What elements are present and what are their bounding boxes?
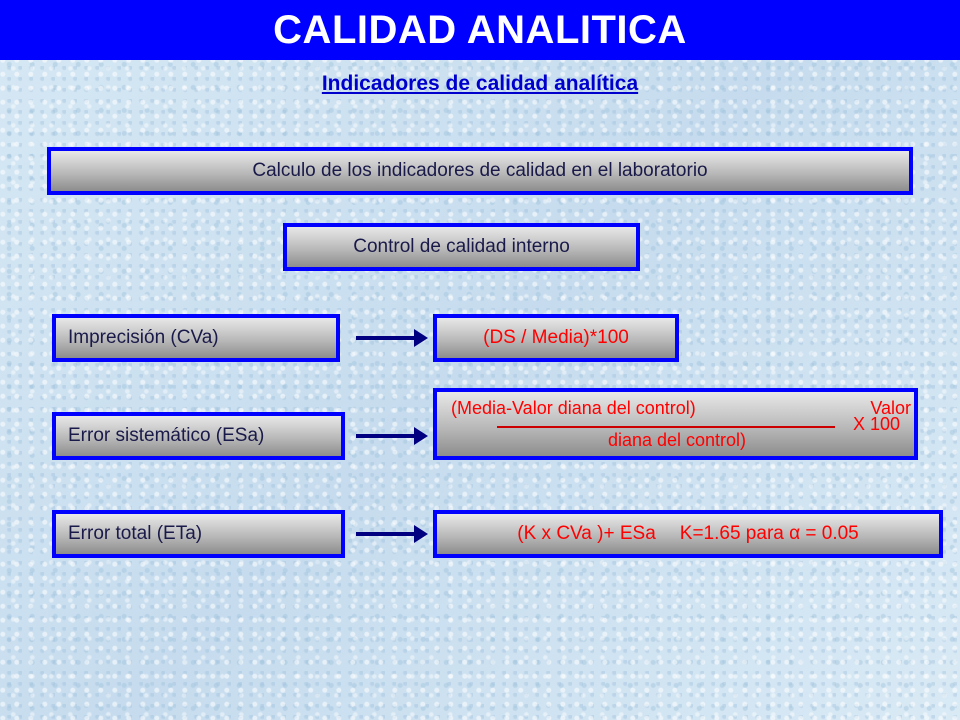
total-error-formula-box: (K x CVa )+ ESa K=1.65 para α = 0.05 <box>433 510 943 558</box>
total-error-box: Error total (ETa) <box>52 510 345 558</box>
formula-denominator: diana del control) <box>607 430 747 450</box>
total-error-formula-row: (K x CVa )+ ESa K=1.65 para α = 0.05 <box>437 523 939 545</box>
total-error-formula: (K x CVa )+ ESa <box>517 523 656 544</box>
imprecision-label: Imprecisión (CVa) <box>68 327 219 348</box>
imprecision-formula-box: (DS / Media)*100 <box>433 314 679 362</box>
total-error-label: Error total (ETa) <box>68 523 203 544</box>
arrow-right-icon <box>356 427 428 445</box>
title-bar: CALIDAD ANALITICA <box>0 0 960 60</box>
control-text: Control de calidad interno <box>353 236 570 257</box>
formula-valor: Valor <box>870 398 911 418</box>
formula-numerator: (Media-Valor diana del control) <box>451 398 696 418</box>
control-box: Control de calidad interno <box>283 223 640 271</box>
formula-numerator-row: (Media-Valor diana del control) Valor <box>451 398 911 419</box>
systematic-error-box: Error sistemático (ESa) <box>52 412 345 460</box>
main-heading-text: Calculo de los indicadores de calidad en… <box>252 160 708 181</box>
arrow-right-icon <box>356 525 428 543</box>
total-error-constant: K=1.65 para α = 0.05 <box>679 523 859 544</box>
systematic-error-formula-box: (Media-Valor diana del control) Valor X … <box>433 388 918 460</box>
page-subtitle: Indicadores de calidad analítica <box>321 72 639 95</box>
fraction-bar <box>497 426 835 428</box>
arrow-right-icon <box>356 329 428 347</box>
main-heading-box: Calculo de los indicadores de calidad en… <box>47 147 913 195</box>
page-title: CALIDAD ANALITICA <box>273 7 687 52</box>
formula-multiplier: X 100 <box>853 414 901 434</box>
imprecision-box: Imprecisión (CVa) <box>52 314 340 362</box>
systematic-error-label: Error sistemático (ESa) <box>68 425 265 446</box>
imprecision-formula: (DS / Media)*100 <box>483 327 629 348</box>
